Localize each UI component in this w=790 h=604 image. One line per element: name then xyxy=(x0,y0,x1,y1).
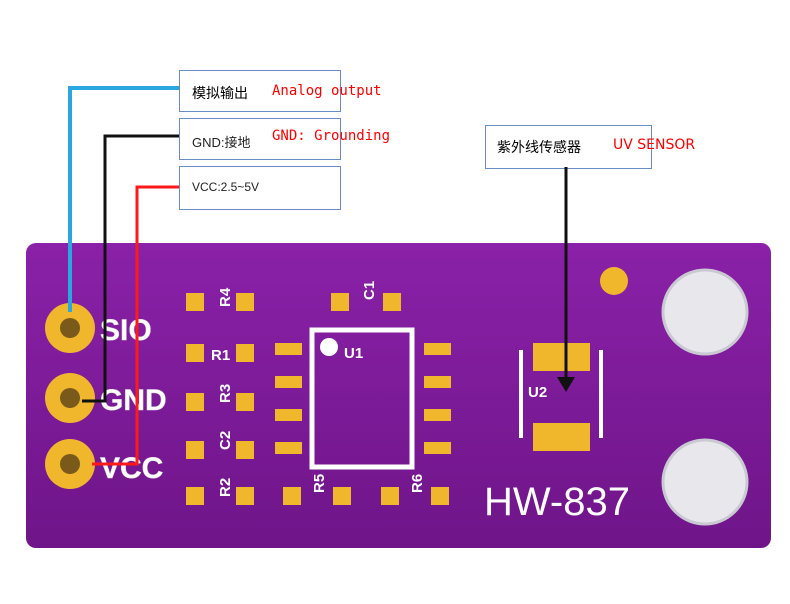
label-r4: R4 xyxy=(217,287,234,307)
pcb-board xyxy=(26,243,771,548)
uv-sensor-cn-label: 紫外线传感器 xyxy=(497,140,581,156)
header-pin-gnd xyxy=(45,373,95,423)
wire-gnd xyxy=(82,134,179,403)
uv-sensor-pad-top xyxy=(533,343,590,371)
fiducial-pad xyxy=(600,267,628,295)
header-pin-vcc xyxy=(45,439,95,489)
ic-u1-pin1-dot xyxy=(320,338,338,356)
ic-u1-label: U1 xyxy=(344,345,363,362)
analog-output-cn-label: 模拟输出 xyxy=(192,86,248,102)
analog-output-en-label: Analog output xyxy=(272,83,382,99)
ic-u1-outline xyxy=(309,327,415,470)
label-r3: R3 xyxy=(217,384,234,403)
pin-label-gnd: GND xyxy=(100,384,167,417)
label-c2: C2 xyxy=(217,431,234,450)
mounting-hole-bottom xyxy=(661,438,749,526)
vcc-label: VCC:2.5~5V xyxy=(192,180,260,194)
uv-sensor-u2-label: U2 xyxy=(528,384,547,401)
board-model-label: HW-837 xyxy=(484,480,630,524)
gnd-en-label: GND: Grounding xyxy=(272,128,391,144)
wire-vcc xyxy=(92,185,179,466)
label-r6: R6 xyxy=(409,474,426,493)
uv-sensor-en-label: UV SENSOR xyxy=(613,137,696,153)
mounting-hole-top xyxy=(661,268,749,356)
pin-label-sio: SIO xyxy=(100,314,152,347)
label-r1: R1 xyxy=(211,347,230,364)
vcc-callout xyxy=(179,166,341,210)
uv-sensor-arrow-head xyxy=(557,377,575,392)
wire-analog-output xyxy=(68,86,179,312)
gnd-cn-label: GND:接地 xyxy=(192,135,251,150)
label-r2: R2 xyxy=(217,478,234,497)
uv-sensor-callout xyxy=(485,125,652,169)
header-pin-sio xyxy=(45,303,95,353)
pin-label-vcc: VCC xyxy=(100,452,163,485)
uv-sensor-pad-bottom xyxy=(533,423,590,451)
analog-output-callout xyxy=(179,70,341,112)
gnd-callout xyxy=(179,118,341,160)
label-r5: R5 xyxy=(311,474,328,493)
label-c1: C1 xyxy=(361,281,378,300)
